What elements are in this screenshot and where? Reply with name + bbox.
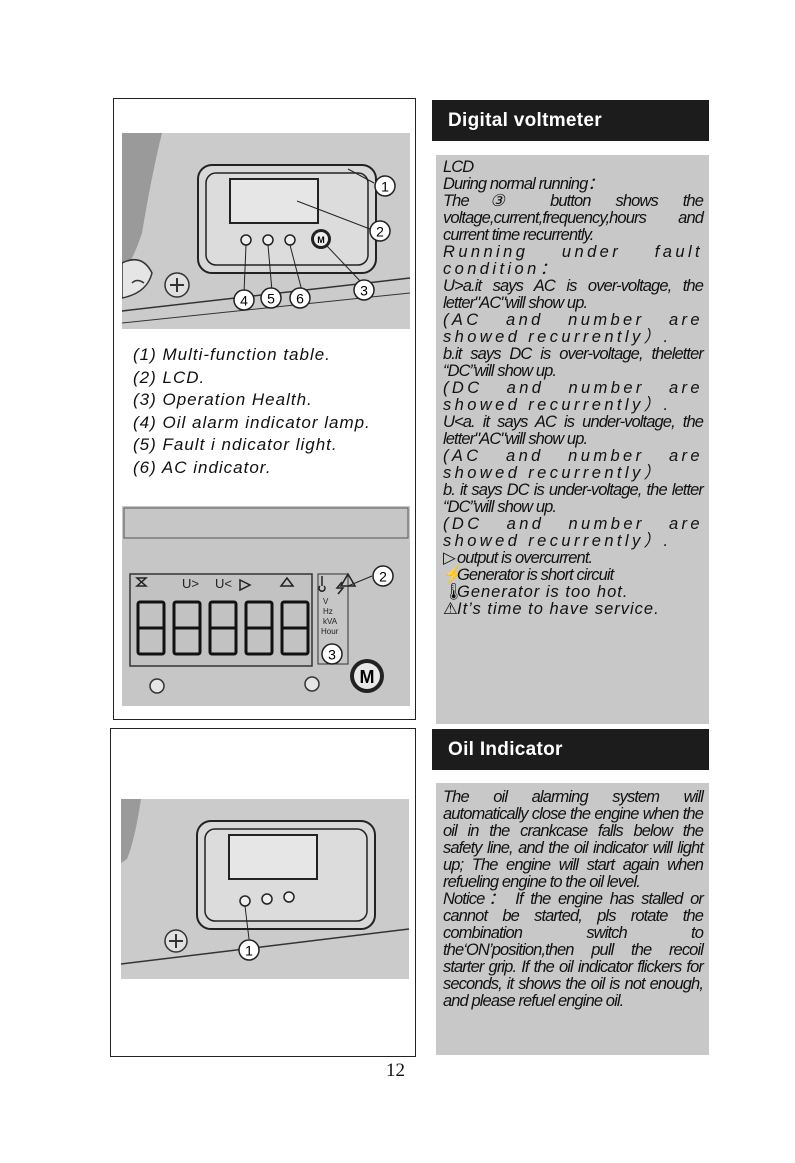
line-dc-under-voltage: b. it says DC is under-voltage, the lett…: [443, 481, 704, 516]
line-button-shows: The③ button shows the voltage,current,fr…: [443, 192, 704, 244]
short-circuit-text: Generator is short circuit: [457, 566, 614, 584]
line-ac-over-voltage: U>a.it says AC is over-voltage, the lett…: [443, 277, 704, 312]
line-lcd: LCD: [443, 158, 474, 176]
line-ac-recurrent-2: (AC and number are showed recurrently）: [443, 447, 703, 482]
legend-item-fault-light: (5) Fault i ndicator light.: [133, 435, 338, 454]
overcurrent-text: output is overcurrent.: [457, 549, 593, 567]
line-dc-over-voltage: b.it says DC is over-voltage, theletter …: [443, 345, 704, 380]
indicator-over-voltage: U>: [182, 576, 199, 591]
service-text: It’s time to have service.: [457, 600, 660, 618]
legend-item-oil-alarm: (4) Oil alarm indicator lamp.: [133, 412, 371, 432]
component-legend: (1) Multi-function table. (2) LCD. (3) O…: [133, 344, 415, 479]
voltmeter-description-panel: LCD During normal running： The③ button s…: [436, 155, 709, 724]
callout-oil-1: 1: [245, 943, 253, 959]
m-button-label-2: M: [360, 667, 375, 687]
legend-item-lcd: (2) LCD.: [133, 367, 206, 387]
oil-paragraph-2: Notice： If the engine has stalled or can…: [443, 890, 704, 1010]
overcurrent-icon: ▷: [443, 549, 456, 567]
figure-frame-1: M 1 2 3 4 5 6: [113, 98, 416, 720]
unit-hour: Hour: [321, 627, 339, 636]
too-hot-text: Generator is too hot.: [457, 583, 629, 601]
control-panel-photo-2: U> U< V Hz kVA Hour 2 3 M: [122, 506, 410, 706]
callout-lcd-2: 2: [379, 569, 387, 585]
page-number: 12: [386, 1060, 405, 1081]
unit-hertz: Hz: [323, 607, 333, 616]
legend-item-operation-health: (3) Operation Health.: [133, 390, 313, 409]
lcd-display-drawing: U> U< V Hz kVA Hour 2 3 M: [122, 506, 410, 706]
line-ac-under-voltage: U<a. it says AC is under-voltage, the le…: [443, 413, 704, 448]
line-normal-running: During normal running：: [443, 175, 604, 193]
section-header-digital-voltmeter: Digital voltmeter: [432, 100, 709, 141]
callout-3: 3: [360, 283, 368, 299]
line-service: ⚠It’s time to have service.: [443, 601, 703, 618]
callout-2: 2: [376, 224, 384, 240]
control-panel-drawing-1: M 1 2 3 4 5 6: [122, 133, 410, 329]
short-circuit-icon: ⚡: [443, 566, 464, 584]
line-short-circuit: ⚡Generator is short circuit: [443, 567, 703, 584]
indicator-under-voltage: U<: [215, 576, 232, 591]
line-fault-condition: Running under fault condition：: [443, 243, 703, 278]
figure-frame-2: 1: [110, 728, 416, 1057]
callout-6: 6: [296, 291, 304, 307]
line-ac-recurrent-1: (AC and number are showed recurrently）.: [443, 311, 703, 346]
warning-icon: ⚠: [443, 600, 458, 618]
callout-1: 1: [381, 179, 389, 195]
legend-item-multi-function-table: (1) Multi-function table.: [133, 345, 331, 364]
line-dc-recurrent-2: (DC and number are showed recurrently）.: [443, 515, 703, 550]
thermometer-icon: 🌡: [443, 583, 464, 601]
unit-volt: V: [323, 597, 329, 606]
m-button-label-1: M: [317, 235, 325, 245]
line-too-hot: 🌡Generator is too hot.: [443, 584, 703, 601]
oil-indicator-drawing: 1: [121, 799, 409, 979]
oil-description-panel: The oil alarming system will automatical…: [436, 783, 709, 1055]
unit-kva: kVA: [323, 617, 338, 626]
callout-5: 5: [267, 291, 275, 307]
section-header-oil-indicator: Oil Indicator: [432, 729, 709, 770]
callout-4: 4: [240, 293, 248, 309]
callout-lcd-3: 3: [328, 647, 336, 663]
control-panel-photo-1: M 1 2 3 4 5 6: [122, 133, 410, 329]
oil-paragraph-1: The oil alarming system will automatical…: [443, 788, 704, 891]
line-dc-recurrent-1: (DC and number are showed recurrently）.: [443, 379, 703, 414]
control-panel-photo-3: 1: [121, 799, 409, 979]
line-overcurrent: ▷output is overcurrent.: [443, 550, 703, 567]
legend-item-ac-indicator: (6) AC indicator.: [133, 457, 272, 477]
